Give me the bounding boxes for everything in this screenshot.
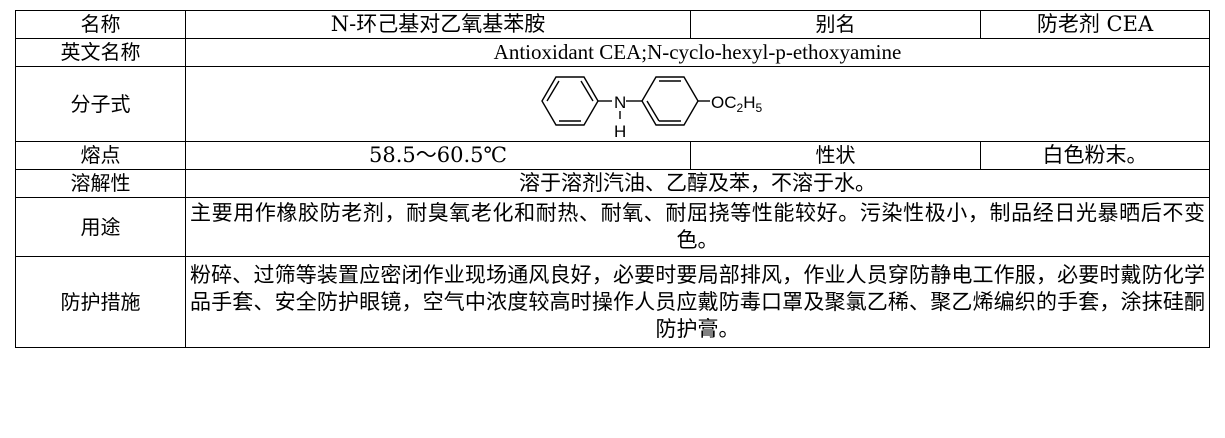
benzene-ring-left	[540, 76, 599, 126]
protection-label: 防护措施	[15, 256, 186, 348]
formula-label: 分子式	[15, 66, 186, 142]
row-english-name: 英文名称 Antioxidant CEA;N-cyclo-hexyl-p-eth…	[15, 38, 1210, 67]
structural-formula: N H OC2H5	[540, 76, 762, 139]
benzene-ring-right	[640, 76, 699, 126]
property-table: 名称 N-环己基对乙氧基苯胺 别名 防老剂 CEA 英文名称 Antioxida…	[15, 10, 1210, 348]
melting-point-value: 58.5～60.5℃	[185, 141, 691, 170]
protection-value: 粉碎、过筛等装置应密闭作业现场通风良好，必要时要局部排风，作业人员穿防静电工作服…	[185, 256, 1210, 348]
appearance-value: 白色粉末。	[980, 141, 1210, 170]
english-name-value: Antioxidant CEA;N-cyclo-hexyl-p-ethoxyam…	[185, 38, 1210, 67]
melting-point-label: 熔点	[15, 141, 186, 170]
row-formula: 分子式 N H	[15, 66, 1210, 142]
english-name-label: 英文名称	[15, 38, 186, 67]
row-usage: 用途 主要用作橡胶防老剂，耐臭氧老化和耐热、耐氧、耐屈挠等性能较好。污染性极小，…	[15, 197, 1210, 257]
alias-label: 别名	[690, 10, 981, 39]
row-solubility: 溶解性 溶于溶剂汽油、乙醇及苯，不溶于水。	[15, 169, 1210, 198]
ethoxy-group: OC2H5	[711, 93, 762, 115]
row-name: 名称 N-环己基对乙氧基苯胺 别名 防老剂 CEA	[15, 10, 1210, 39]
name-label: 名称	[15, 10, 186, 39]
formula-cell: N H OC2H5	[185, 66, 1210, 142]
usage-label: 用途	[15, 197, 186, 257]
property-sheet: 名称 N-环己基对乙氧基苯胺 别名 防老剂 CEA 英文名称 Antioxida…	[15, 10, 1210, 348]
name-value: N-环己基对乙氧基苯胺	[185, 10, 691, 39]
solubility-label: 溶解性	[15, 169, 186, 198]
alias-value: 防老剂 CEA	[980, 10, 1210, 39]
row-protection: 防护措施 粉碎、过筛等装置应密闭作业现场通风良好，必要时要局部排风，作业人员穿防…	[15, 256, 1210, 348]
n-atom: N	[614, 93, 626, 112]
h-atom: H	[614, 122, 626, 139]
usage-value: 主要用作橡胶防老剂，耐臭氧老化和耐热、耐氧、耐屈挠等性能较好。污染性极小，制品经…	[185, 197, 1210, 257]
appearance-label: 性状	[690, 141, 981, 170]
solubility-value: 溶于溶剂汽油、乙醇及苯，不溶于水。	[185, 169, 1210, 198]
row-melting-point: 熔点 58.5～60.5℃ 性状 白色粉末。	[15, 141, 1210, 170]
